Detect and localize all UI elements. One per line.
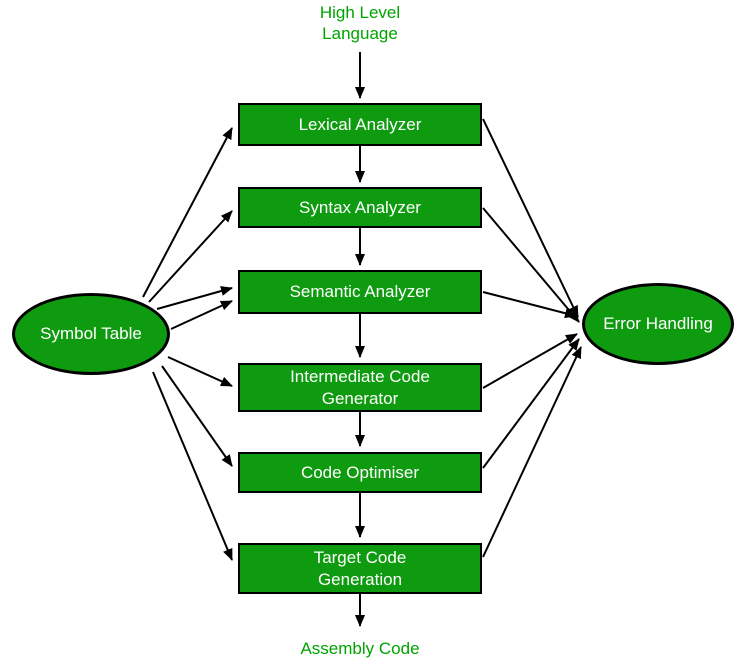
arrow-optimiser-to-errorhandling [482, 338, 580, 469]
stage-label: Target Code Generation [313, 548, 407, 589]
arrow-semantic-to-errorhandling [482, 291, 577, 319]
stage-target-code-generation: Target Code Generation [238, 543, 482, 594]
symbol-table-node: Symbol Table [12, 293, 170, 375]
arrow-symboltable-to-target [152, 371, 233, 561]
arrow-syntax-to-errorhandling [482, 207, 580, 323]
stage-label: Lexical Analyzer [298, 114, 422, 134]
input-label: High Level Language [319, 3, 401, 44]
arrow-symboltable-to-syntax [148, 210, 233, 303]
error-handling-node: Error Handling [582, 283, 734, 365]
stage-intermediate-code-generator: Intermediate Code Generator [238, 363, 482, 412]
arrow-target-to-errorhandling [482, 346, 582, 558]
symbol-table-label: Symbol Table [40, 324, 142, 343]
stage-label: Semantic Analyzer [289, 282, 431, 302]
arrow-symboltable-to-lexical [142, 127, 233, 298]
arrow-symboltable-to-semantic-b [170, 300, 233, 330]
error-handling-label: Error Handling [603, 314, 713, 333]
stage-label: Intermediate Code Generator [290, 367, 430, 408]
arrow-symboltable-to-semantic-a [156, 286, 233, 310]
stage-label: Syntax Analyzer [299, 197, 421, 217]
arrow-symboltable-to-intermediate [167, 356, 233, 387]
stage-label: Code Optimiser [300, 462, 420, 482]
arrow-intermediate-to-errorhandling [482, 333, 578, 389]
arrow-lexical-to-errorhandling [482, 118, 579, 318]
arrow-symboltable-to-optimiser [161, 365, 233, 467]
stage-semantic-analyzer: Semantic Analyzer [238, 270, 482, 314]
output-label: Assembly Code [300, 639, 420, 658]
stage-lexical-analyzer: Lexical Analyzer [238, 103, 482, 146]
stage-code-optimiser: Code Optimiser [238, 452, 482, 493]
stage-syntax-analyzer: Syntax Analyzer [238, 187, 482, 228]
